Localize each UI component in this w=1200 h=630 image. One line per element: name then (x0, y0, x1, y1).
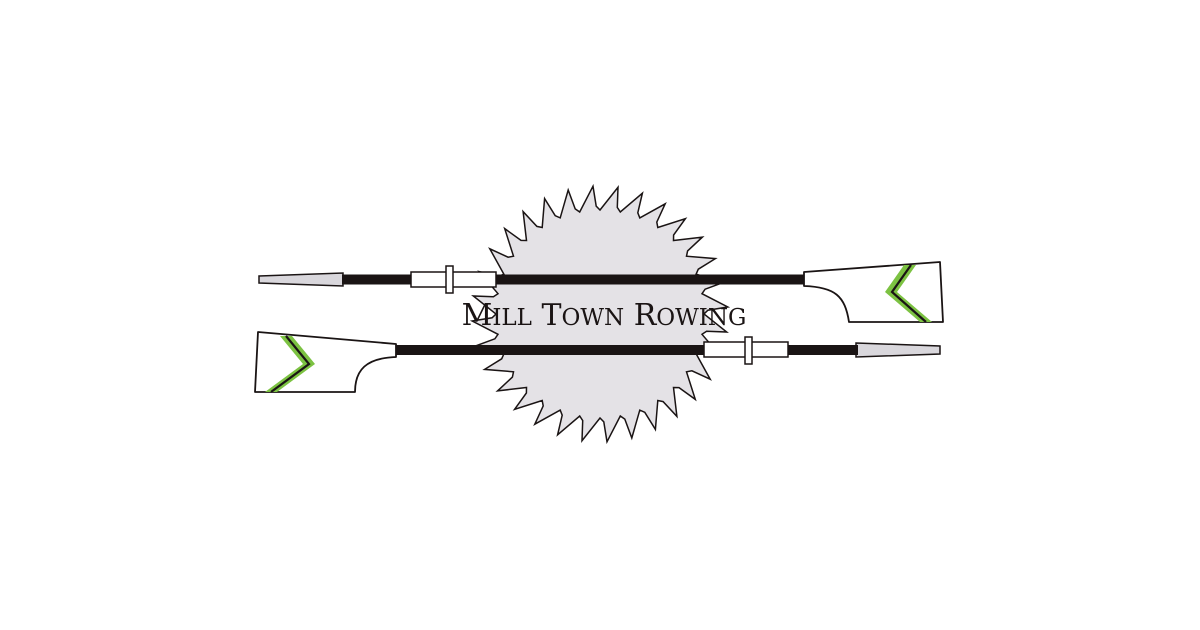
oar-top-chevron-line (890, 264, 927, 323)
word-rowing-initial: R (634, 298, 658, 333)
word-town-rest: OWN (562, 305, 625, 331)
oar-bottom-chevron-accent (265, 336, 315, 392)
saw-blade-icon (469, 183, 731, 445)
oar-bottom-blade (254, 331, 397, 393)
word-town-initial: T (542, 298, 562, 333)
oar-bottom-collar (744, 336, 753, 365)
word-mill-rest: ILL (492, 305, 532, 331)
oar-top-icon (258, 261, 944, 323)
oar-bottom-shaft (393, 345, 858, 355)
word-mill-initial: M (462, 298, 493, 333)
oar-top-chevron-accent (885, 265, 932, 322)
saw-blade-teeth (469, 183, 731, 445)
oar-bottom-icon (254, 331, 941, 393)
oar-top-handle (258, 272, 344, 287)
word-rowing-rest: OWING (656, 305, 746, 331)
logo-wordmark: MILL TOWN ROWING (462, 298, 747, 333)
oar-bottom-chevron-line (270, 335, 311, 393)
oar-top-collar (445, 265, 454, 294)
oar-top-shaft (342, 274, 810, 285)
oar-bottom-handle (855, 342, 941, 358)
oar-top-blade (803, 261, 944, 323)
